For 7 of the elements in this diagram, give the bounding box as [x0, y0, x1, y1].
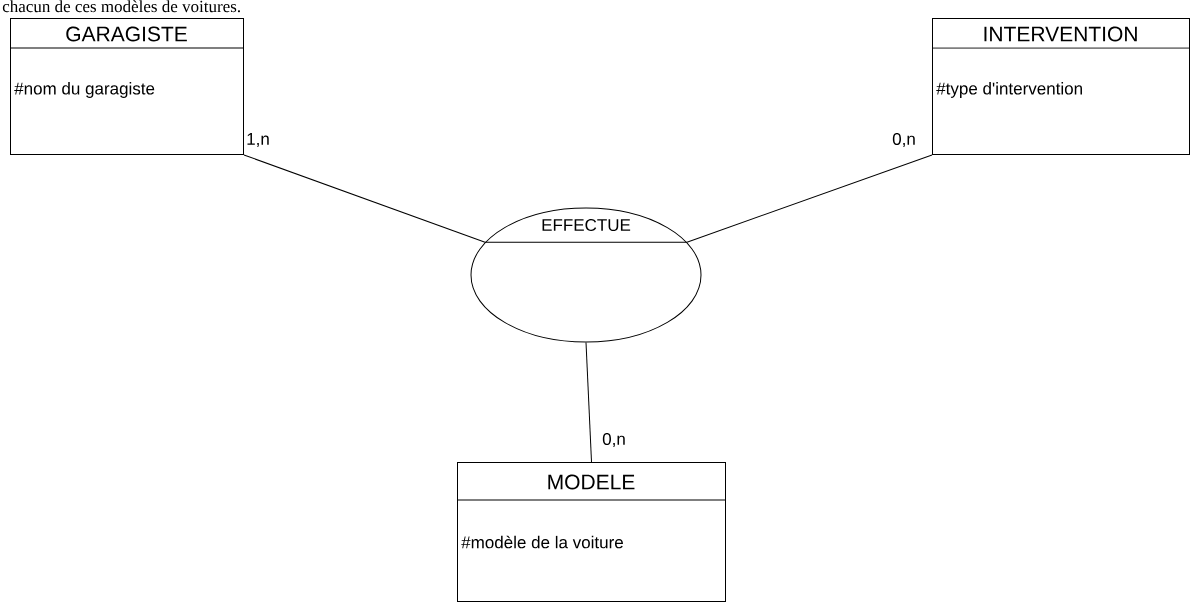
entity-box: GARAGISTE #nom du garagiste — [9, 18, 244, 155]
entity-box: INTERVENTION #type d'intervention — [931, 18, 1190, 155]
connector-line — [686, 154, 933, 243]
entity-box: MODELE #modèle de la voiture — [456, 462, 726, 602]
connector-line — [243, 154, 486, 243]
cardinality-label: 1,n — [245, 132, 271, 148]
connector-line — [585, 342, 592, 463]
